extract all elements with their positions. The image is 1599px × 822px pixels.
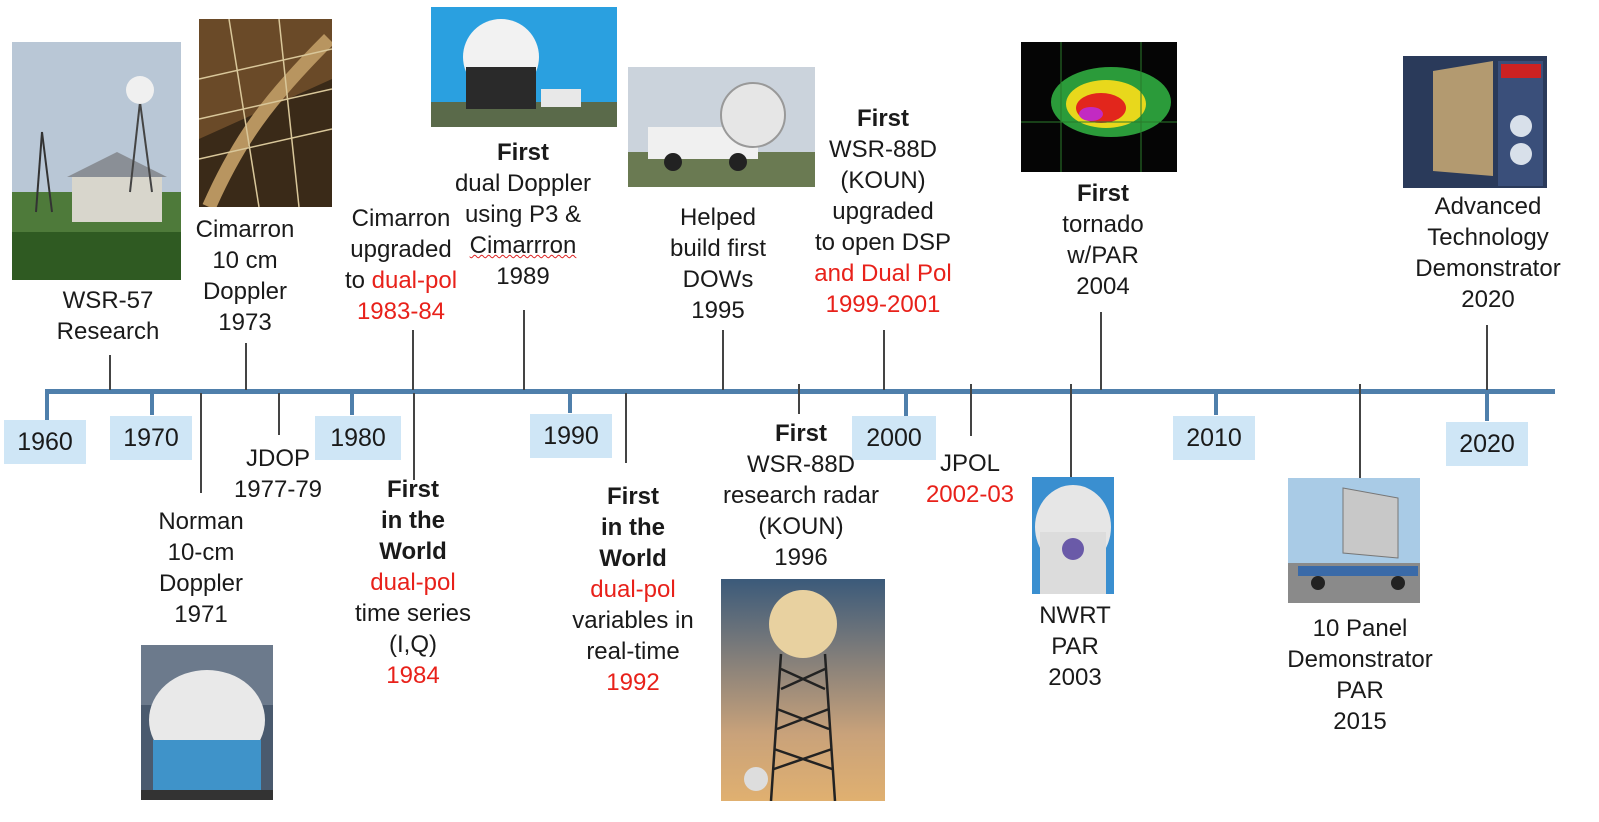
connector-cimarron: [245, 343, 247, 390]
year-label-1990: 1990: [530, 414, 612, 458]
connector-firstworld1984: [413, 393, 415, 480]
year-label-2020: 2020: [1446, 422, 1528, 466]
nwrt-photo: [1032, 477, 1114, 594]
connector-nwrt: [1070, 384, 1072, 479]
connector-koun1996: [798, 384, 800, 414]
tick-2010: [1214, 391, 1218, 415]
dualdoppler-label: First dual Doppler using P3 & Cimarrron …: [454, 139, 592, 290]
cimdual-label: Cimarron upgraded to dual-pol 1983-84: [344, 205, 458, 325]
tornado-label: First tornado w/PAR 2004: [1062, 180, 1144, 300]
koun1996-photo: [721, 579, 885, 801]
connector-cimdual: [412, 330, 414, 390]
tenpanel-photo: [1288, 478, 1420, 603]
atd-label: Advanced Technology Demonstrator 2020: [1415, 193, 1561, 313]
year-label-2000: 2000: [852, 416, 936, 460]
connector-koundsp: [883, 330, 885, 390]
tick-1970: [150, 391, 154, 415]
firstworld1984-label: First in the World dual-pol time series …: [354, 476, 472, 689]
connector-tenpanel: [1359, 384, 1361, 478]
year-label-2010: 2010: [1173, 416, 1255, 460]
connector-atd: [1486, 325, 1488, 390]
timeline-axis: [45, 389, 1555, 394]
tick-2000: [904, 391, 908, 417]
connector-dows: [722, 330, 724, 390]
cimarron-photo: [199, 19, 332, 207]
norman-photo: [141, 645, 273, 800]
tick-1990: [568, 391, 572, 413]
tornado-photo: [1021, 42, 1177, 172]
tick-1960: [45, 391, 49, 421]
dows-label: Helped build first DOWs 1995: [669, 204, 767, 324]
dualdoppler-photo: [431, 7, 617, 127]
tenpanel-label: 10 Panel Demonstrator PAR 2015: [1287, 615, 1433, 735]
connector-dualdoppler: [523, 310, 525, 390]
connector-firstworld1992: [625, 393, 627, 463]
year-label-1980: 1980: [315, 416, 401, 460]
nwrt-label: NWRT PAR 2003: [1039, 602, 1111, 691]
norman-label: Norman 10-cm Doppler 1971: [158, 508, 244, 628]
firstworld1992-label: First in the World dual-pol variables in…: [572, 483, 694, 696]
tick-1980: [350, 391, 354, 415]
koun1996-label: First WSR-88D research radar (KOUN) 1996: [722, 420, 880, 571]
tick-2020: [1485, 391, 1489, 421]
connector-tornado: [1100, 312, 1102, 390]
atd-photo: [1403, 56, 1547, 188]
dows-photo: [628, 67, 815, 187]
koundsp-label: First WSR-88D (KOUN) upgraded to open DS…: [814, 105, 952, 318]
connector-jdop: [278, 393, 280, 435]
year-label-1960: 1960: [4, 420, 86, 464]
year-label-1970: 1970: [110, 416, 192, 460]
jpol-label: JPOL 2002-03: [925, 450, 1015, 508]
connector-norman: [200, 393, 202, 493]
cimarron-label: Cimarron 10 cm Doppler 1973: [195, 216, 295, 336]
jdop-label: JDOP 1977-79: [233, 445, 323, 503]
connector-jpol: [970, 384, 972, 436]
wsr57-photo: [12, 42, 181, 280]
connector-wsr57: [109, 355, 111, 390]
wsr57-label: WSR-57 Research: [56, 287, 160, 345]
